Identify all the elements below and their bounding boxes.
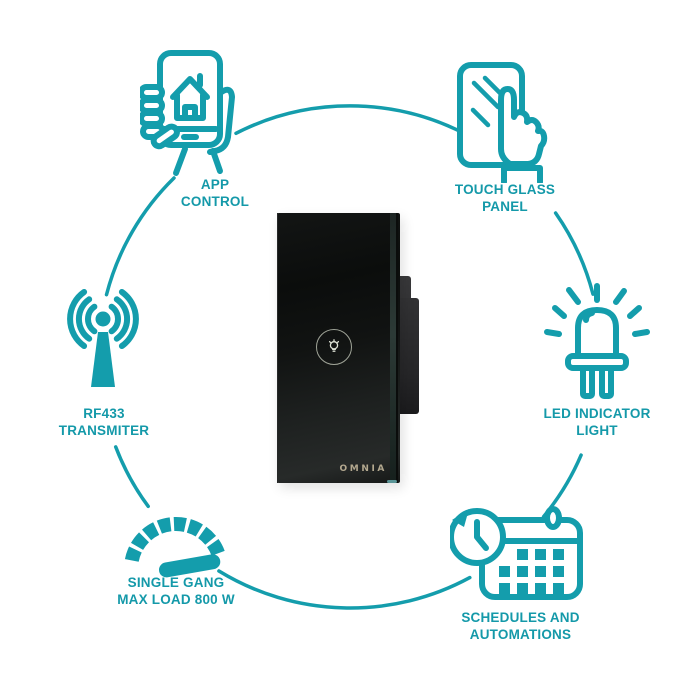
- switch-right-bevel: [390, 213, 398, 483]
- clock-calendar-icon: [450, 506, 583, 600]
- arc-right-upper: [553, 211, 595, 296]
- switch-mounting-bracket-lower: [398, 298, 419, 414]
- smart-switch-product: OMNIA: [277, 213, 400, 483]
- label-led-indicator-light: LED INDICATOR LIGHT: [543, 406, 651, 438]
- light-bulb-touch-icon: [328, 339, 340, 352]
- arc-bottom: [217, 569, 472, 610]
- hand-holding-smartphone-icon: [140, 50, 235, 176]
- arc-left-upper: [104, 176, 176, 297]
- label-app-control: APP CONTROL: [180, 177, 250, 209]
- label-schedules-automations: SCHEDULES AND AUTOMATIONS: [461, 610, 580, 642]
- arc-left-lower: [113, 445, 150, 509]
- radio-antenna-icon: [67, 289, 139, 387]
- label-touch-glass-panel: TOUCH GLASS PANEL: [454, 182, 556, 214]
- led-diode-icon: [544, 283, 650, 399]
- arc-top: [234, 104, 466, 136]
- brand-logo: OMNIA: [339, 464, 387, 474]
- label-single-gang-max-load: SINGLE GANG MAX LOAD 800 W: [117, 575, 235, 607]
- finger-touching-glass-icon: [457, 62, 548, 183]
- touch-button: [316, 329, 352, 365]
- label-rf433-transmiter: RF433 TRANSMITER: [58, 406, 150, 438]
- glass-corner-glint: [387, 480, 397, 483]
- switch-left-edge: [277, 213, 278, 483]
- gauge-icon: [124, 517, 226, 578]
